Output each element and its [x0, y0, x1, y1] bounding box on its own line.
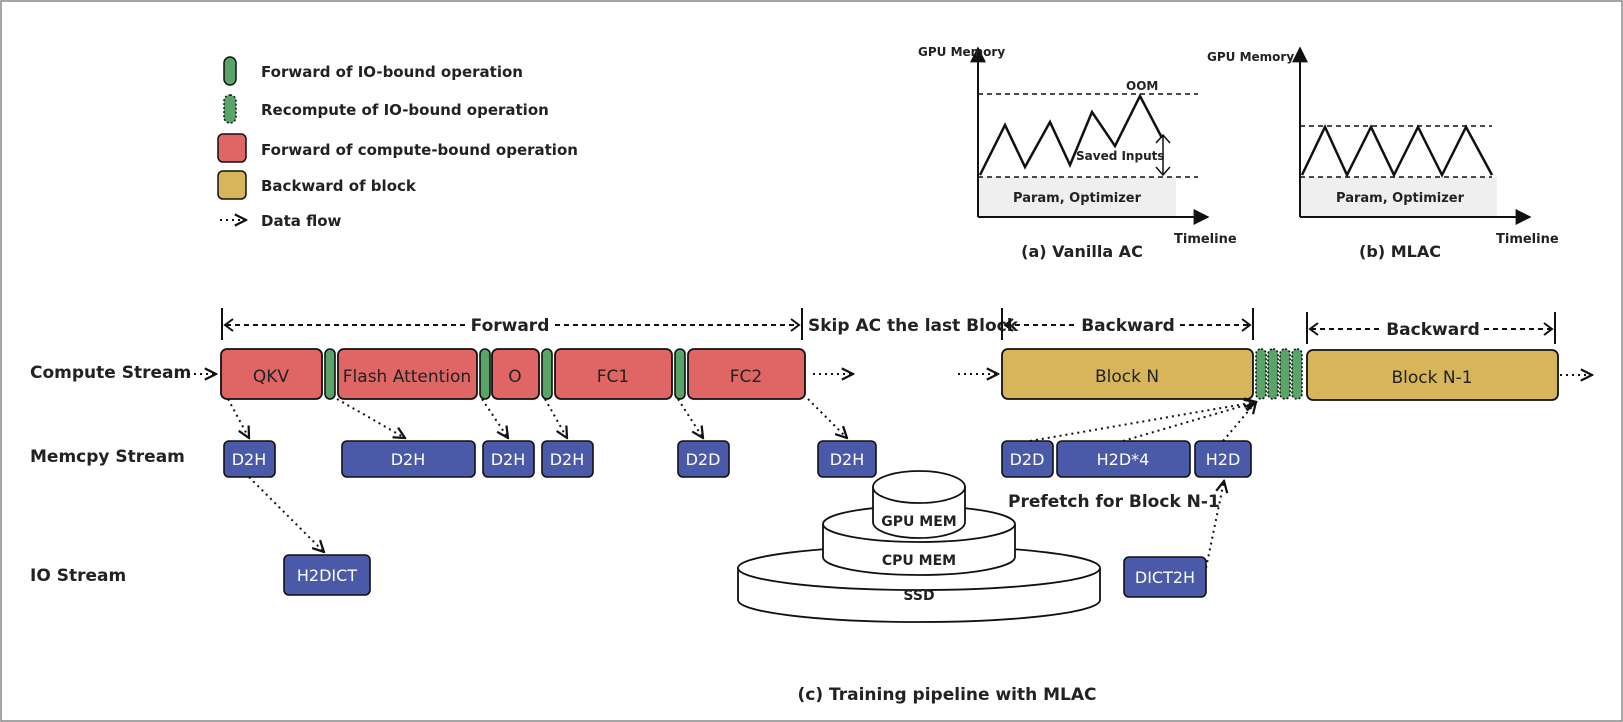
- param-label-b: Param, Optimizer: [1336, 191, 1465, 206]
- op-d2h-4-label: D2H: [550, 450, 585, 469]
- memory-hierarchy: GPU MEM CPU MEM SSD: [737, 470, 1101, 623]
- param-label-a: Param, Optimizer: [1013, 191, 1142, 206]
- op-qkv-label: QKV: [253, 367, 290, 387]
- legend-swatch-backward: [217, 170, 247, 200]
- op-d2h-2-label: D2H: [391, 450, 426, 469]
- op-io-1: [324, 348, 336, 400]
- chart-vanilla-ac: GPU Memory Timeline OOM Saved Inputs Par…: [918, 45, 1237, 261]
- y-label-a: GPU Memory: [918, 45, 1005, 59]
- op-dict2h: [1123, 556, 1207, 598]
- op-o: [491, 348, 540, 400]
- span-backward-2: Backward: [1386, 320, 1480, 340]
- op-fc2-label: FC2: [730, 367, 762, 387]
- op-fc1-label: FC1: [597, 367, 629, 387]
- span-forward: Forward: [471, 316, 550, 336]
- x-label-b: Timeline: [1496, 232, 1559, 247]
- memory-curve-a: [978, 93, 1164, 176]
- legend-recompute-io: Recompute of IO-bound operation: [261, 101, 549, 119]
- span-skip: Skip AC the last Block: [808, 316, 1019, 336]
- op-dict2h-label: DICT2H: [1135, 568, 1195, 587]
- compute-stream: QKV Flash Attention O FC1 FC2 Block N Bl…: [220, 348, 1559, 401]
- op-d2h-3-label: D2H: [491, 450, 526, 469]
- op-block-n1-label: Block N-1: [1391, 368, 1472, 388]
- op-d2d-1-label: D2D: [686, 450, 721, 469]
- op-d2h-5-label: D2H: [830, 450, 865, 469]
- op-io-4: [674, 348, 686, 400]
- op-d2h-4: [541, 440, 594, 478]
- legend-backward: Backward of block: [261, 177, 417, 195]
- memcpy-stream: D2H D2H D2H D2H D2D D2H D2D H2D*4 H2D: [223, 440, 1252, 478]
- op-block-n-label: Block N: [1095, 367, 1159, 387]
- op-flash-attention: [337, 348, 478, 400]
- op-o-label: O: [508, 367, 521, 387]
- label-compute-stream: Compute Stream: [30, 363, 191, 383]
- op-d2d-2-label: D2D: [1010, 450, 1045, 469]
- legend-swatch-fwd-io: [223, 56, 237, 86]
- op-flash-label: Flash Attention: [343, 367, 471, 387]
- caption-c: (c) Training pipeline with MLAC: [797, 685, 1096, 705]
- op-h2d-label: H2D: [1206, 450, 1241, 469]
- caption-b: (b) MLAC: [1359, 242, 1441, 261]
- op-h2d4-label: H2D*4: [1097, 450, 1150, 469]
- op-recompute-3: [1279, 348, 1291, 400]
- op-fc1: [554, 348, 673, 400]
- x-label-a: Timeline: [1174, 232, 1237, 247]
- op-recompute-1: [1255, 348, 1267, 400]
- label-memcpy-stream: Memcpy Stream: [30, 447, 185, 467]
- op-io-2: [479, 348, 491, 400]
- op-recompute-2: [1267, 348, 1279, 400]
- prefetch-label: Prefetch for Block N-1: [1008, 492, 1220, 512]
- gpu-mem-disk: [872, 470, 966, 504]
- op-d2h-2: [341, 440, 476, 478]
- legend-data-flow: Data flow: [261, 212, 342, 230]
- legend-swatch-recompute-io: [223, 94, 237, 124]
- legend-fwd-compute: Forward of compute-bound operation: [261, 141, 578, 159]
- op-block-n: [1001, 348, 1254, 400]
- saved-inputs-label: Saved Inputs: [1076, 149, 1165, 163]
- data-flow-arrows: [188, 374, 1592, 569]
- op-fc2: [687, 348, 806, 400]
- span-brackets: Forward Skip AC the last Block Backward …: [221, 308, 1556, 344]
- legend-swatch-fwd-compute: [217, 133, 247, 163]
- param-region-a: [978, 177, 1176, 217]
- oom-label: OOM: [1126, 79, 1158, 93]
- io-stream: H2DICT DICT2H: [283, 554, 1207, 598]
- op-io-3: [541, 348, 553, 400]
- op-h2dict: [283, 554, 371, 596]
- legend-fwd-io: Forward of IO-bound operation: [261, 63, 523, 81]
- op-d2d-1: [677, 440, 730, 478]
- legend: Forward of IO-bound operation Recompute …: [217, 56, 578, 230]
- op-qkv: [220, 348, 323, 400]
- ssd-label: SSD: [903, 588, 934, 604]
- caption-a: (a) Vanilla AC: [1021, 242, 1143, 261]
- op-d2h-1-label: D2H: [232, 450, 267, 469]
- memory-curve-b: [1300, 124, 1494, 178]
- op-d2h-5: [817, 440, 877, 478]
- span-backward-1: Backward: [1081, 316, 1175, 336]
- op-block-n1: [1306, 349, 1559, 401]
- label-io-stream: IO Stream: [30, 566, 126, 586]
- chart-mlac: GPU Memory Timeline Param, Optimizer (b)…: [1207, 46, 1559, 261]
- op-recompute-4: [1291, 348, 1303, 400]
- op-h2dict-label: H2DICT: [297, 566, 357, 585]
- cpu-mem-label: CPU MEM: [882, 553, 956, 569]
- gpu-mem-label: GPU MEM: [881, 514, 956, 530]
- param-region-b: [1300, 177, 1497, 217]
- y-label-b: GPU Memory: [1207, 50, 1294, 64]
- op-d2h-3: [482, 440, 535, 478]
- op-d2d-2: [1001, 440, 1054, 478]
